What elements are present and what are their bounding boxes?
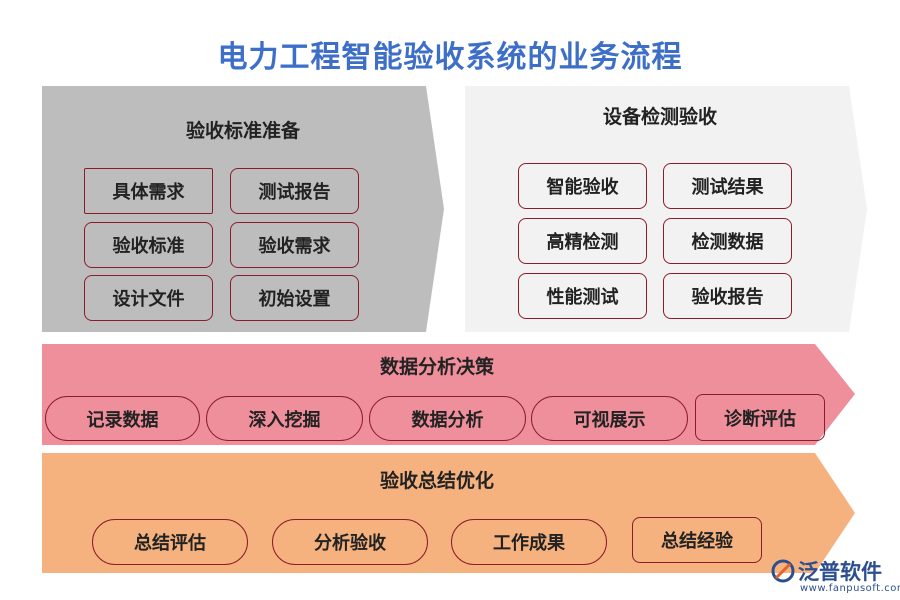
pill-analysis-acceptance: 分析验收 bbox=[272, 519, 428, 565]
pill-deep-mining: 深入挖掘 bbox=[206, 396, 363, 441]
box-acceptance-report: 验收报告 bbox=[663, 273, 792, 319]
fanpu-logo-icon bbox=[771, 559, 795, 583]
section-standard-prep-title: 验收标准准备 bbox=[185, 120, 300, 142]
pill-work-results: 工作成果 bbox=[451, 519, 607, 565]
section-data-analysis-title: 数据分析决策 bbox=[379, 356, 494, 378]
brand-name: 泛普软件 bbox=[798, 560, 882, 584]
box-initial-settings: 初始设置 bbox=[230, 275, 359, 321]
page-title: 电力工程智能验收系统的业务流程 bbox=[217, 40, 683, 75]
section-standard-prep-arrow bbox=[42, 86, 444, 332]
pill-data-analysis: 数据分析 bbox=[369, 396, 526, 441]
box-specific-requirements: 具体需求 bbox=[84, 168, 213, 214]
section-data-analysis-arrow bbox=[42, 344, 855, 445]
box-high-precision-inspection: 高精检测 bbox=[518, 218, 647, 264]
box-smart-acceptance: 智能验收 bbox=[518, 163, 647, 209]
box-diagnostic-evaluation: 诊断评估 bbox=[695, 394, 825, 441]
box-acceptance-standard: 验收标准 bbox=[84, 222, 213, 268]
box-test-report: 测试报告 bbox=[230, 168, 359, 214]
box-inspection-data: 检测数据 bbox=[663, 218, 792, 264]
section-data-analysis: 数据分析决策 记录数据 深入挖掘 数据分析 可视展示 诊断评估 bbox=[42, 344, 855, 445]
pill-visual-display: 可视展示 bbox=[531, 396, 688, 441]
section-standard-prep: 验收标准准备 具体需求 测试报告 验收标准 验收需求 设计文件 初始设置 bbox=[42, 86, 444, 332]
brand-url: www.fanpusoft.com bbox=[800, 583, 900, 594]
box-acceptance-requirements: 验收需求 bbox=[230, 222, 359, 268]
box-summarize-experience: 总结经验 bbox=[632, 517, 762, 563]
section-equipment-inspection-arrow bbox=[465, 86, 867, 332]
pill-record-data: 记录数据 bbox=[45, 396, 200, 441]
box-performance-test: 性能测试 bbox=[518, 273, 647, 319]
section-summary-optimization: 验收总结优化 总结评估 分析验收 工作成果 总结经验 bbox=[42, 453, 855, 573]
section-equipment-inspection: 设备检测验收 智能验收 测试结果 高精检测 检测数据 性能测试 验收报告 bbox=[465, 86, 867, 332]
pill-summary-evaluation: 总结评估 bbox=[92, 519, 248, 565]
section-equipment-inspection-title: 设备检测验收 bbox=[602, 106, 717, 128]
box-design-files: 设计文件 bbox=[84, 275, 213, 321]
box-test-results: 测试结果 bbox=[663, 163, 792, 209]
brand-watermark: 泛普软件 www.fanpusoft.com bbox=[770, 556, 900, 596]
section-summary-optimization-title: 验收总结优化 bbox=[379, 470, 494, 492]
